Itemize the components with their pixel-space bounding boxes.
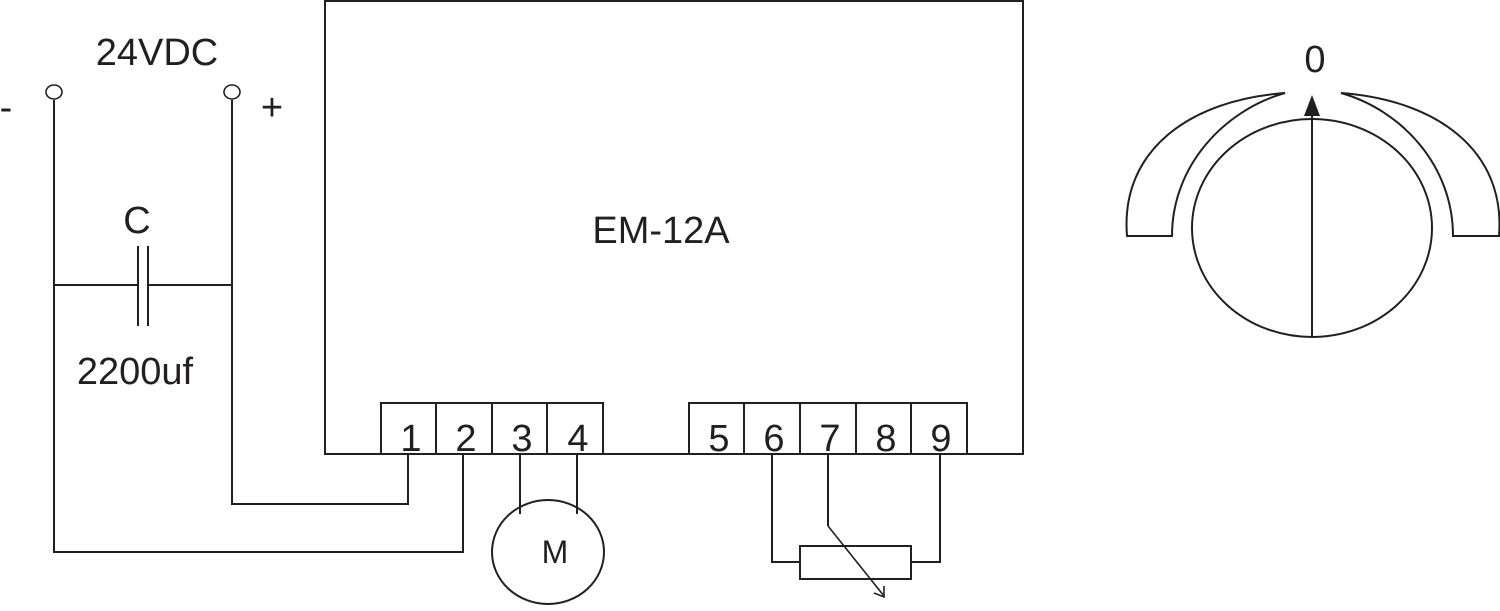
terminal-9-label: 9 bbox=[930, 418, 951, 460]
terminal-3-label: 3 bbox=[511, 418, 532, 460]
motor: M bbox=[491, 454, 605, 605]
terminal-block-left: 1 2 3 4 bbox=[380, 402, 604, 460]
terminal-block-right: 5 6 7 8 9 bbox=[688, 402, 968, 460]
supply-voltage-label: 24VDC bbox=[96, 32, 219, 74]
minus-terminal-icon bbox=[45, 84, 63, 100]
controller-box bbox=[324, 0, 1024, 455]
supply-wiring bbox=[53, 100, 464, 553]
capacitor-name-label: C bbox=[123, 200, 150, 242]
terminal-1-label: 1 bbox=[400, 418, 421, 460]
terminal-2-label: 2 bbox=[455, 418, 476, 460]
capacitor-value-label: 2200uf bbox=[77, 351, 194, 393]
terminal-4-label: 4 bbox=[567, 418, 588, 460]
positive-wire bbox=[231, 100, 409, 505]
controller: EM-12A bbox=[324, 0, 1024, 455]
terminal-5-label: 5 bbox=[708, 418, 729, 460]
dial-pointer-arrow-icon bbox=[1304, 95, 1320, 116]
pot-lead-6 bbox=[771, 454, 800, 563]
pot-wiper-arrowhead-icon bbox=[873, 586, 885, 599]
terminal-7-label: 7 bbox=[819, 418, 840, 460]
terminal-6-label: 6 bbox=[763, 418, 784, 460]
speed-dial: 0 bbox=[1125, 39, 1500, 338]
potentiometer bbox=[771, 454, 941, 599]
motor-icon bbox=[491, 499, 605, 605]
dial-right-scale-arc-icon bbox=[1340, 92, 1500, 237]
pot-wiper-arrow-icon bbox=[827, 525, 885, 597]
dial-zero-label: 0 bbox=[1304, 39, 1325, 81]
potentiometer-resistor-icon bbox=[799, 545, 912, 580]
motor-label: M bbox=[542, 534, 569, 570]
power-supply: 24VDC - + bbox=[0, 32, 283, 129]
negative-wire bbox=[53, 100, 464, 553]
capacitor: C 2200uf bbox=[54, 200, 232, 393]
supply-minus-label: - bbox=[0, 87, 12, 129]
terminal-8-label: 8 bbox=[875, 418, 896, 460]
controller-model-label: EM-12A bbox=[592, 210, 730, 252]
dial-left-scale-arc-icon bbox=[1125, 92, 1286, 237]
supply-plus-label: + bbox=[261, 87, 283, 129]
pot-lead-9 bbox=[911, 454, 941, 563]
plus-terminal-icon bbox=[223, 84, 241, 100]
